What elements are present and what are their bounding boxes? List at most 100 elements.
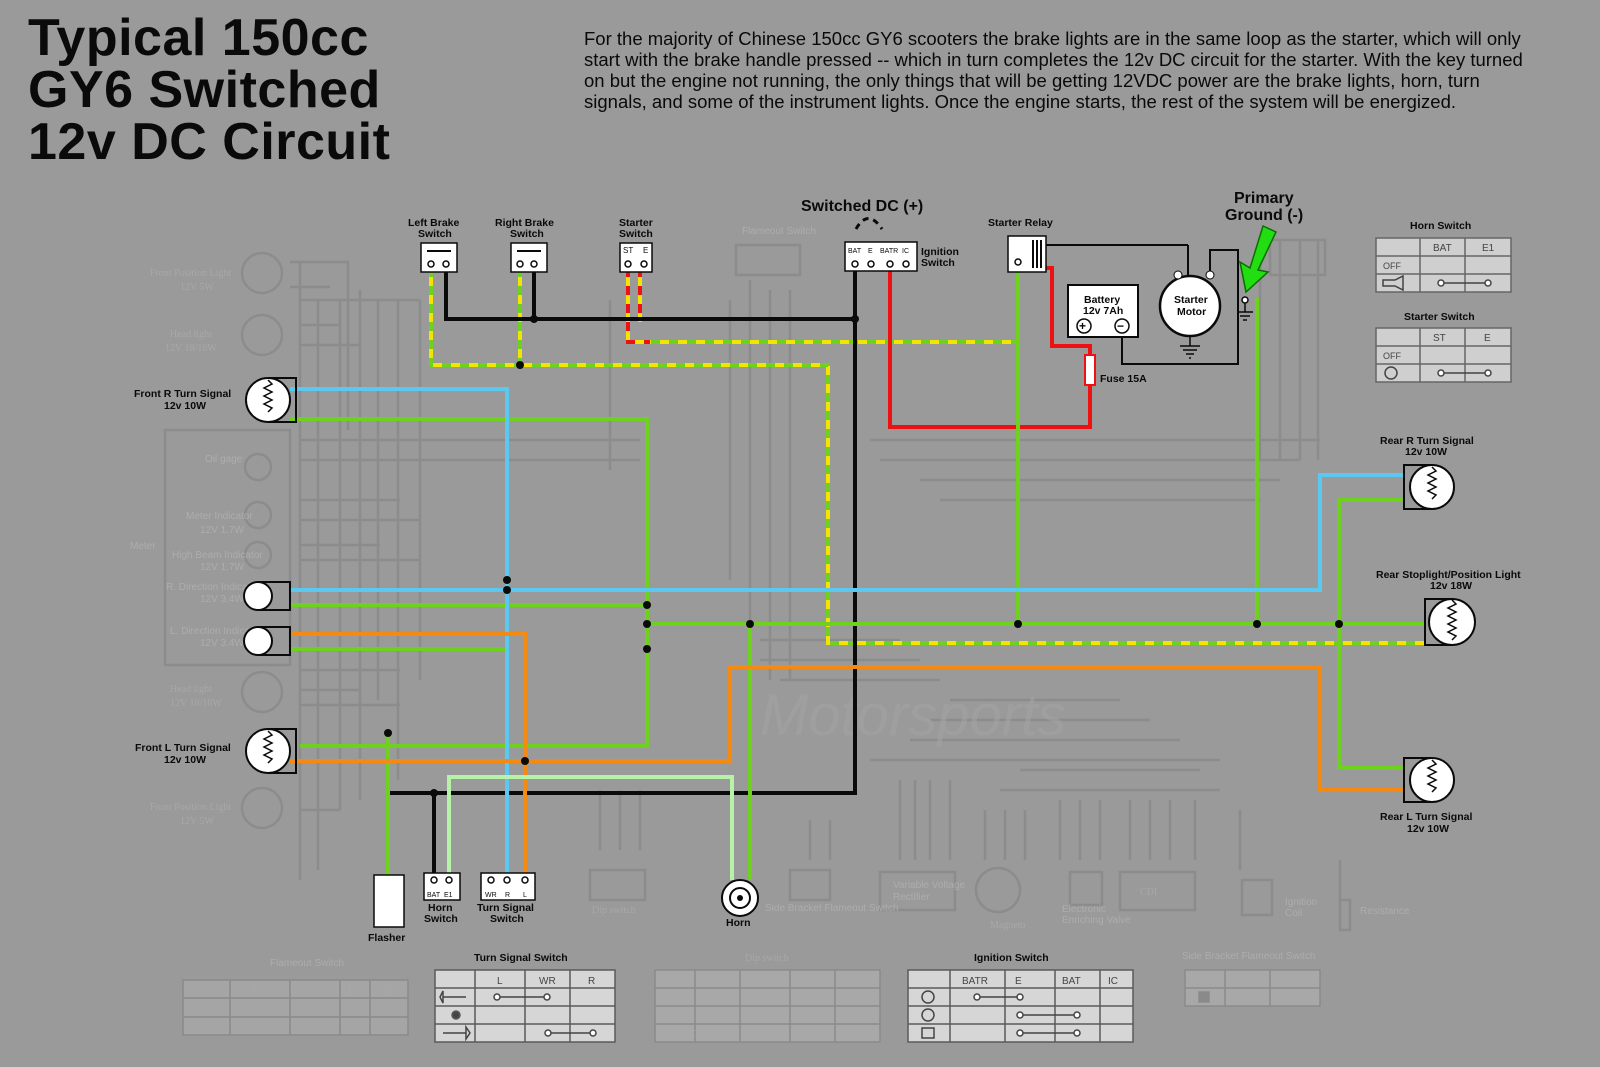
description-paragraph: For the majority of Chinese 150cc GY6 sc… <box>584 28 1523 112</box>
starter-relay-label: Starter Relay <box>988 217 1053 229</box>
turn-header-r: R <box>588 976 595 987</box>
faint-dip-switch: Dip switch <box>592 905 636 916</box>
dip-header-bat: BAT <box>845 976 864 987</box>
lamp-icon <box>262 730 274 764</box>
battery-positive-terminal <box>1076 318 1092 334</box>
faint-flameout-table <box>182 979 409 1036</box>
starter-header-st: ST <box>1433 333 1446 344</box>
dip-header-hl: HL <box>805 976 818 987</box>
ign-term-batr: BATR <box>880 248 898 255</box>
right-brake-switch <box>510 242 548 273</box>
ignition-jumper <box>854 217 884 230</box>
right-brake-label-2: Switch <box>510 228 544 240</box>
ignition-switch-table <box>907 969 1134 1043</box>
flameout-header-ae: AE <box>340 985 353 996</box>
black-wire <box>386 268 857 875</box>
diagram-title: Typical 150cc GY6 Switched 12v DC Circui… <box>28 12 390 168</box>
turn-signal-switch <box>480 872 536 901</box>
horn-switch-table-title: Horn Switch <box>1410 220 1471 232</box>
faint-meter-indicator: Meter Indicator <box>186 511 253 522</box>
light-green-horn-wire <box>447 775 734 880</box>
faint-side-bracket-table <box>1184 969 1321 1007</box>
battery-minus-sign: − <box>1117 319 1124 333</box>
faint-ignition-coil-2: Coil <box>1285 908 1302 919</box>
faint-head-light-top: Head light <box>170 329 212 340</box>
horn-header-bat: BAT <box>1433 243 1452 254</box>
front-l-turn-lamp <box>245 728 297 774</box>
horn-switch-table <box>1375 237 1512 293</box>
turn-switch-label-2: Switch <box>490 913 524 925</box>
flasher <box>373 874 405 928</box>
battery <box>1067 284 1139 338</box>
right-brake-label: Right Brake <box>495 217 554 229</box>
faint-dip-switch-table <box>654 969 881 1043</box>
starter-switch-label: Starter <box>619 217 653 229</box>
faint-meter: Meter <box>130 541 156 552</box>
turn-signal-table-title: Turn Signal Switch <box>474 952 568 964</box>
rear-r-turn-label: Rear R Turn Signal <box>1380 435 1474 447</box>
faint-head-light-top-spec: 12V 18/18W <box>165 343 217 354</box>
front-r-turn-lamp <box>245 377 297 423</box>
starter-row-off: OFF <box>1383 351 1401 361</box>
front-r-turn-spec: 12v 10W <box>164 400 206 412</box>
lamp-icon <box>1426 466 1438 500</box>
faint-l-direction: L. Direction Indicator <box>170 626 262 637</box>
ign-term-ic: IC <box>902 248 909 255</box>
lamp-icon <box>1426 759 1438 793</box>
blue-wire <box>290 387 1405 875</box>
primary-ground-callout: Primary <box>1234 190 1294 207</box>
flameout-header-ic: IC <box>250 985 260 996</box>
faint-resistance: Resistance <box>1360 906 1410 917</box>
faint-background-schematic: Front Position Light 12V 5W Head light 1… <box>130 226 1410 932</box>
ign-header-bat: BAT <box>1062 976 1081 987</box>
rear-l-turn-label: Rear L Turn Signal <box>1380 811 1472 823</box>
faint-l-direction-spec: 12V 3.4W <box>200 638 244 649</box>
faint-flameout-top: Flameout Switch <box>742 226 816 237</box>
starter-switch-table <box>1375 327 1512 383</box>
rear-r-turn-spec: 12v 10W <box>1405 446 1447 458</box>
starter-term-st: ST <box>623 246 633 255</box>
ignition-label: Ignition <box>921 246 959 258</box>
faint-oil-gauge: Oil gage <box>205 454 243 465</box>
ign-header-e: E <box>1015 976 1022 987</box>
faint-head-light-bot-spec: 12V 18/18W <box>170 698 222 709</box>
l-direction-indicator <box>243 626 291 656</box>
rear-l-turn-spec: 12v 10W <box>1407 823 1449 835</box>
left-brake-label-2: Switch <box>418 228 452 240</box>
starter-relay <box>1007 235 1047 273</box>
faint-front-position-bot-spec: 12V 5W <box>180 816 215 827</box>
rear-stop-lamp <box>1424 598 1476 646</box>
side-header-ic: IC <box>1288 976 1298 987</box>
faint-side-bracket: Side Bracket Flameout Switch <box>765 903 898 914</box>
faint-front-position-top-spec: 12V 5W <box>180 282 215 293</box>
flameout-header-tl: TL <box>383 985 395 996</box>
dip-header-lo: LO <box>757 976 770 987</box>
ign-header-batr: BATR <box>962 976 988 987</box>
battery-label: Battery <box>1084 294 1120 306</box>
turn-header-l: L <box>497 976 503 987</box>
battery-plus-sign: + <box>1079 319 1086 333</box>
fuse-icon <box>1084 354 1096 386</box>
starter-switch-label-2: Switch <box>619 228 653 240</box>
ignition-switch <box>844 241 918 272</box>
rear-l-turn-lamp <box>1403 757 1455 803</box>
faint-rectifier-2: Rectifier <box>893 892 930 903</box>
horn-switch-label: Horn <box>428 902 453 914</box>
faint-magneto: Magneto <box>990 920 1026 931</box>
ign-term-e: E <box>868 248 873 255</box>
ignition-table-title: Ignition Switch <box>974 952 1049 964</box>
horn-icon <box>721 879 759 917</box>
horn-term-e1: E1 <box>444 892 453 899</box>
faint-cdi: CDI <box>1140 887 1157 898</box>
faint-meter-indicator-spec: 12V 1.7W <box>200 525 244 536</box>
dip-header-hi: HI <box>712 976 723 987</box>
starter-term-e: E <box>643 246 648 255</box>
faint-ignition-coil: Ignition <box>1285 897 1317 908</box>
front-l-turn-spec: 12v 10W <box>164 754 206 766</box>
starter-switch <box>619 242 653 273</box>
side-bracket-table-title: Side Bracket Flameout Switch <box>1182 951 1315 962</box>
red-battery-wire <box>888 266 1092 429</box>
dip-table-title: Dip switch <box>745 953 789 964</box>
faint-high-beam: High Beam Indicator <box>172 550 263 561</box>
